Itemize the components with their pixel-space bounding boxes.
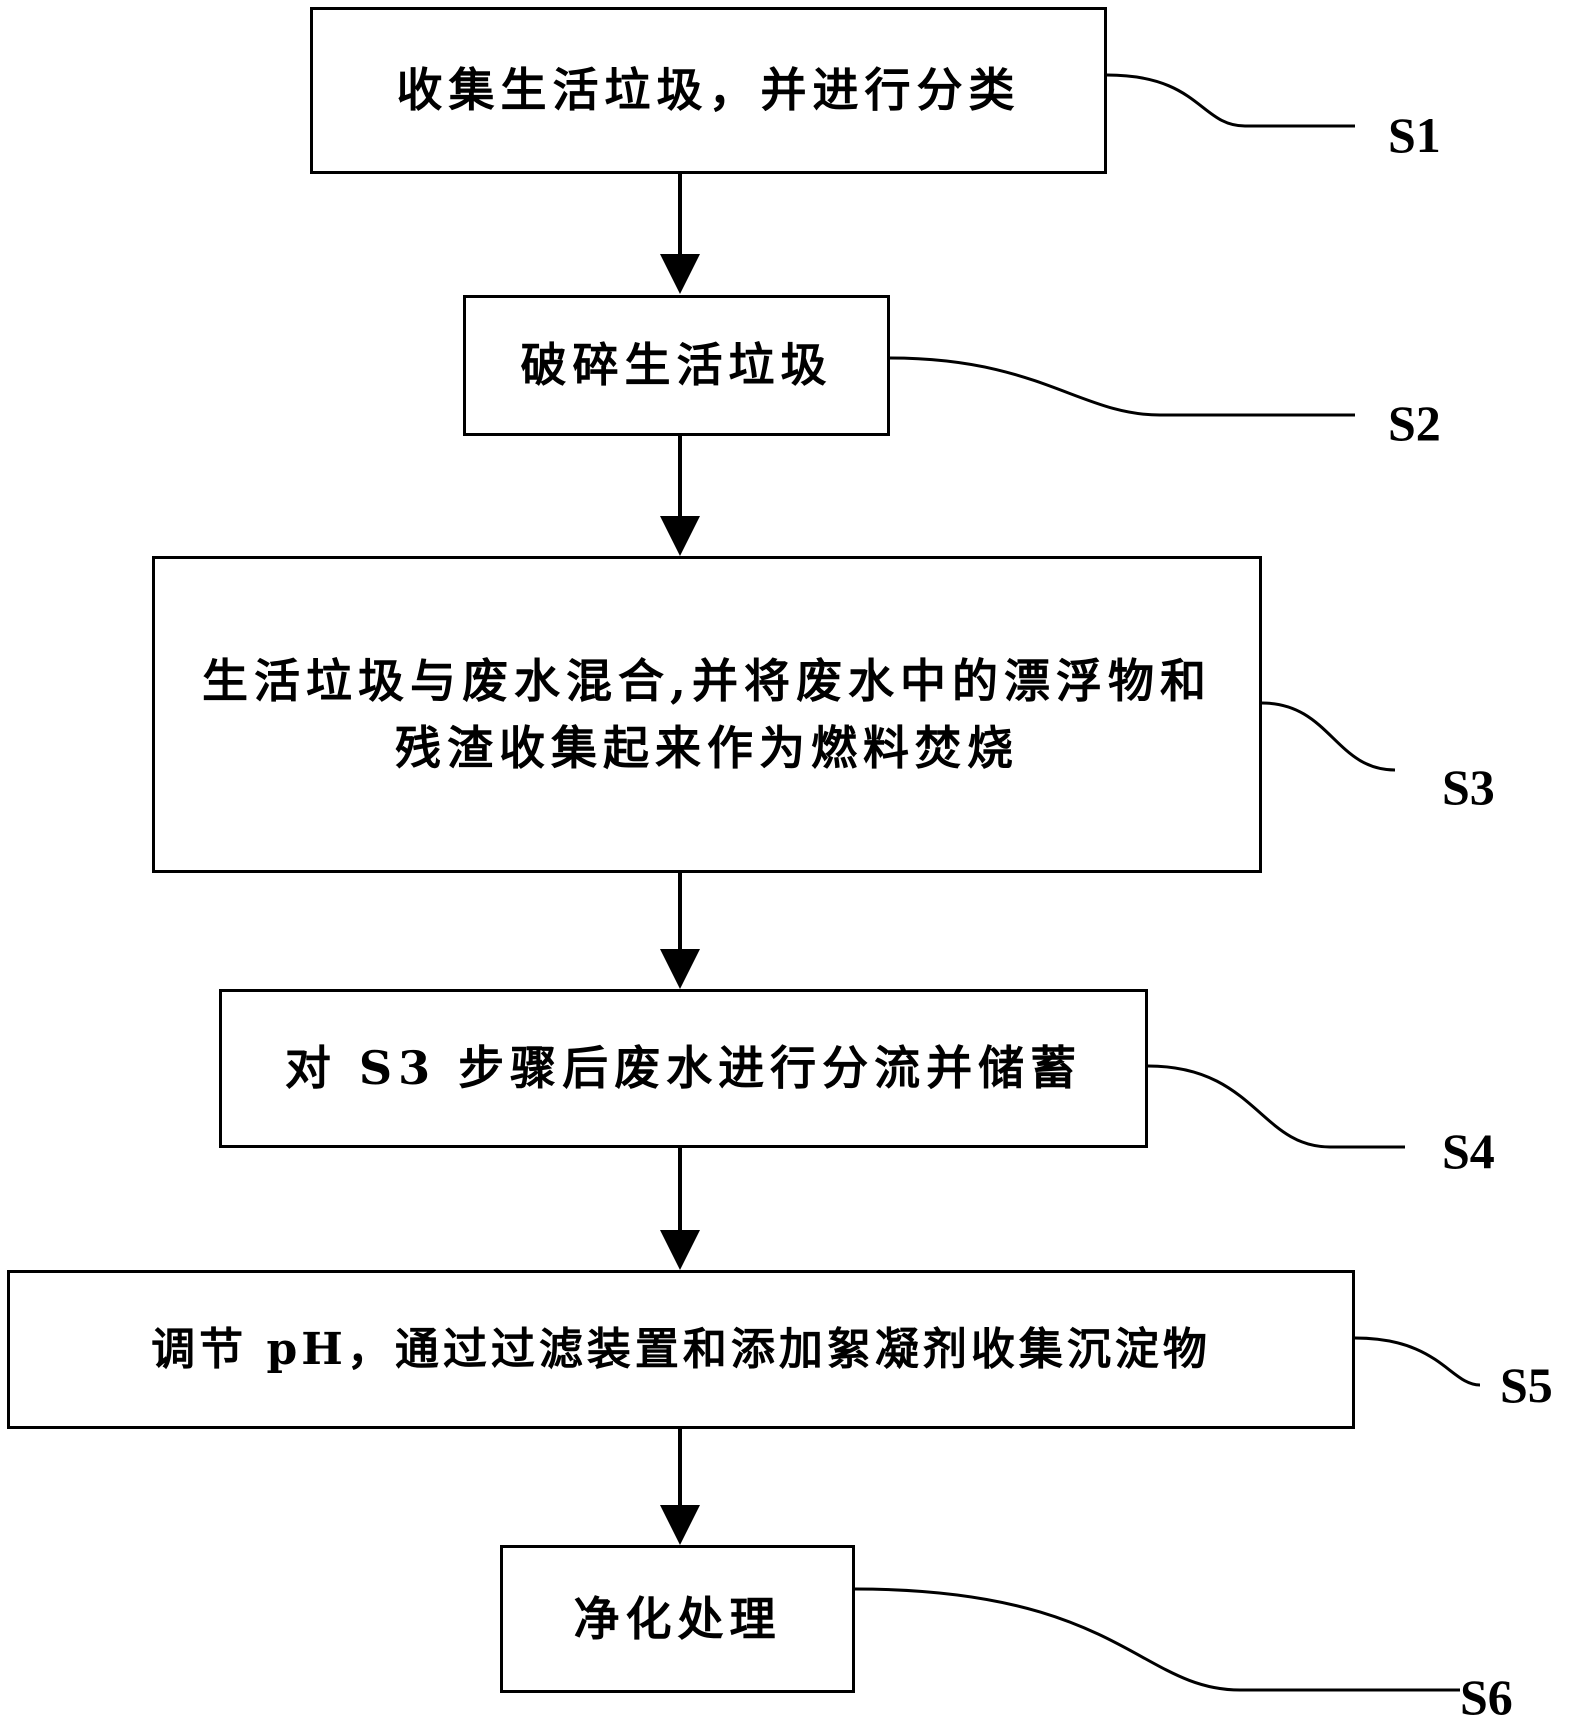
step-label-s6: S6 xyxy=(1460,1669,1513,1725)
step-label-s5: S5 xyxy=(1500,1357,1553,1413)
step-box-s3: 生活垃圾与废水混合,并将废水中的漂浮物和残渣收集起来作为燃料焚烧 xyxy=(152,556,1262,873)
leader-line-s5 xyxy=(1354,1336,1481,1387)
step-label-s4: S4 xyxy=(1442,1123,1495,1179)
step-box-s6: 净化处理 xyxy=(500,1545,855,1693)
step-text-s3: 生活垃圾与废水混合,并将废水中的漂浮物和残渣收集起来作为燃料焚烧 xyxy=(201,653,1212,775)
leader-line-s4 xyxy=(1147,1064,1405,1149)
step-box-s2: 破碎生活垃圾 xyxy=(463,295,890,436)
step-text-s1: 收集生活垃圾，并进行分类 xyxy=(396,63,1021,118)
step-label-s2: S2 xyxy=(1388,395,1441,451)
step-label-s3: S3 xyxy=(1442,759,1495,815)
leader-line-s3 xyxy=(1261,701,1396,772)
leader-line-s6 xyxy=(854,1587,1460,1692)
step-box-s4: 对 S3 步骤后废水进行分流并储蓄 xyxy=(219,989,1148,1148)
step-text-s4: 对 S3 步骤后废水进行分流并储蓄 xyxy=(284,1041,1083,1096)
step-box-s5: 调节 pH，通过过滤装置和添加絮凝剂收集沉淀物 xyxy=(7,1270,1355,1429)
leader-line-s1 xyxy=(1106,73,1355,128)
leader-line-s2 xyxy=(889,356,1355,417)
step-box-s1: 收集生活垃圾，并进行分类 xyxy=(310,7,1107,174)
step-text-s6: 净化处理 xyxy=(573,1591,782,1646)
step-text-s2: 破碎生活垃圾 xyxy=(520,338,833,393)
step-label-s1: S1 xyxy=(1388,107,1441,163)
step-text-s5: 调节 pH，通过过滤装置和添加絮凝剂收集沉淀物 xyxy=(151,1323,1211,1375)
